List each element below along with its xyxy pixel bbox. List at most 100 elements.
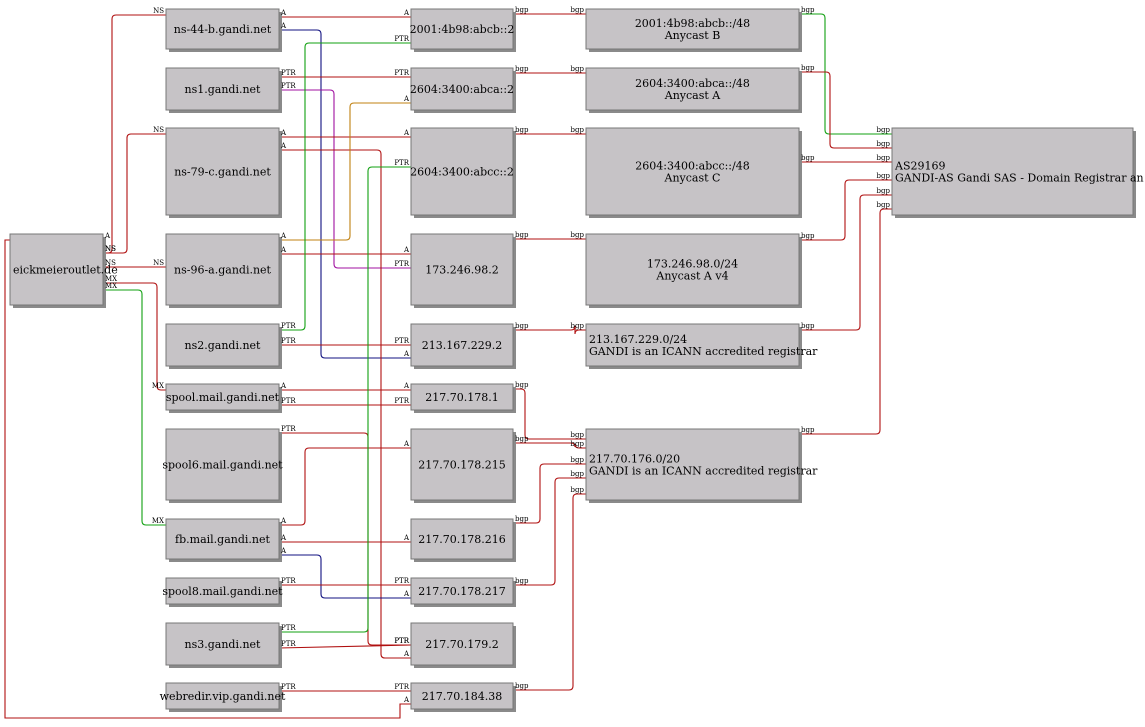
edge-label: A <box>403 382 410 390</box>
edge-domain-to-ip-21718438 <box>4 239 411 719</box>
edge-domain-to-spool <box>103 282 166 391</box>
spool-node[interactable]: spool.mail.gandi.net <box>165 383 282 413</box>
ip-2001-node[interactable]: 2001:4b98:abcb::2 <box>410 8 516 52</box>
edge-label: A <box>403 696 410 704</box>
edge-label: bgp <box>877 172 891 180</box>
ip-21718438-node[interactable]: 217.70.184.38 <box>410 682 516 712</box>
edge-label: A <box>104 232 111 240</box>
node-box <box>410 127 514 216</box>
node-box <box>165 428 280 501</box>
node-box <box>165 622 280 666</box>
node-sublabel: Anycast A <box>664 89 722 102</box>
node-label: 173.246.98.0/24 <box>647 258 738 271</box>
node-box <box>585 233 800 306</box>
node-box <box>410 577 514 605</box>
node-box <box>585 67 800 111</box>
ns44b-node[interactable]: ns-44-b.gandi.net <box>165 8 282 52</box>
edge-ns3-to-ip-2604c <box>279 166 411 633</box>
edge-label: bgp <box>515 381 529 389</box>
node-box <box>891 127 1134 216</box>
spool8-node[interactable]: spool8.mail.gandi.net <box>162 577 283 607</box>
edge-label: bgp <box>571 470 585 478</box>
edge-pfx-2001-to-as <box>799 13 892 135</box>
edge-label: bgp <box>515 577 529 585</box>
node-box <box>165 577 280 605</box>
ip-173-node[interactable]: 173.246.98.2 <box>410 233 516 308</box>
domain-node[interactable]: eickmeieroutlet.de <box>9 233 118 308</box>
node-label: 2604:3400:abca::2 <box>410 83 514 96</box>
edge-label: PTR <box>281 69 296 77</box>
edge-label: bgp <box>571 456 585 464</box>
spool6-node[interactable]: spool6.mail.gandi.net <box>162 428 283 503</box>
edge-ns2-to-ip-2001 <box>279 42 411 331</box>
edge-label: bgp <box>877 154 891 162</box>
edge-label: PTR <box>281 397 296 405</box>
node-sublabel: Anycast C <box>664 172 721 185</box>
ns96a-node[interactable]: ns-96-a.gandi.net <box>165 233 282 308</box>
edge-label: PTR <box>394 637 409 645</box>
node-sublabel: GANDI is an ICANN accredited registrar <box>589 345 818 358</box>
node-label: 213.167.229.2 <box>422 339 502 352</box>
node-box <box>165 323 280 367</box>
node-label: 173.246.98.2 <box>425 264 498 277</box>
ip-2604a-node[interactable]: 2604:3400:abca::2 <box>410 67 516 113</box>
fb-node[interactable]: fb.mail.gandi.net <box>165 518 282 562</box>
edge-label: bgp <box>877 140 891 148</box>
webredir-node[interactable]: webredir.vip.gandi.net <box>160 682 286 712</box>
node-box <box>410 428 514 501</box>
edge-ip-2171-to-pfx-217 <box>513 388 586 440</box>
ip-2604c-node[interactable]: 2604:3400:abcc::2 <box>410 127 516 218</box>
ip-217217-node[interactable]: 217.70.178.217 <box>410 577 516 607</box>
edge-label: bgp <box>801 64 815 72</box>
ip-217179-node[interactable]: 217.70.179.2 <box>410 622 516 668</box>
ns3-node[interactable]: ns3.gandi.net <box>165 622 282 668</box>
edge-label: PTR <box>281 577 296 585</box>
edge-label: MX <box>152 517 164 525</box>
edge-label: A <box>280 517 287 525</box>
node-label: spool8.mail.gandi.net <box>162 585 283 598</box>
edge-label: bgp <box>801 232 815 240</box>
edge-label: A <box>403 246 410 254</box>
edge-label: bgp <box>515 231 529 239</box>
ip-217215-node[interactable]: 217.70.178.215 <box>410 428 516 503</box>
node-sublabel: Anycast B <box>664 29 721 42</box>
node-box <box>410 518 514 560</box>
ip-213-node[interactable]: 213.167.229.2 <box>410 323 516 369</box>
edge-label: A <box>403 9 410 17</box>
node-sublabel: Anycast A v4 <box>655 270 728 283</box>
edge-label: MX <box>105 275 117 283</box>
edge-label: MX <box>152 382 164 390</box>
edge-pfx-217-to-as <box>799 208 892 435</box>
node-label: ns-79-c.gandi.net <box>174 166 271 179</box>
edge-label: bgp <box>515 682 529 690</box>
edge-label: bgp <box>571 486 585 494</box>
ip-2171-node[interactable]: 217.70.178.1 <box>410 383 516 413</box>
edge-label: A <box>403 129 410 137</box>
ns1-node[interactable]: ns1.gandi.net <box>165 67 282 113</box>
edge-label: NS <box>105 245 116 253</box>
node-label: ns2.gandi.net <box>185 339 262 352</box>
edge-label: bgp <box>515 6 529 14</box>
node-box <box>585 323 800 367</box>
edge-label: PTR <box>281 322 296 330</box>
ns79c-node[interactable]: ns-79-c.gandi.net <box>165 127 282 218</box>
edge-label: PTR <box>281 640 296 648</box>
node-label: 2001:4b98:abcb::/48 <box>635 17 750 30</box>
node-box <box>165 8 280 50</box>
node-label: 217.70.176.0/20 <box>589 453 680 466</box>
ns2-node[interactable]: ns2.gandi.net <box>165 323 282 369</box>
nodes-layer: eickmeieroutlet.de ns-44-b.gandi.net ns1.g… <box>9 8 1144 712</box>
ip-217216-node[interactable]: 217.70.178.216 <box>410 518 516 562</box>
edge-label: PTR <box>394 637 409 645</box>
node-label: 217.70.178.217 <box>418 585 505 598</box>
edge-ip-217215-to-pfx-217 <box>513 442 586 449</box>
edge-label: bgp <box>571 65 585 73</box>
